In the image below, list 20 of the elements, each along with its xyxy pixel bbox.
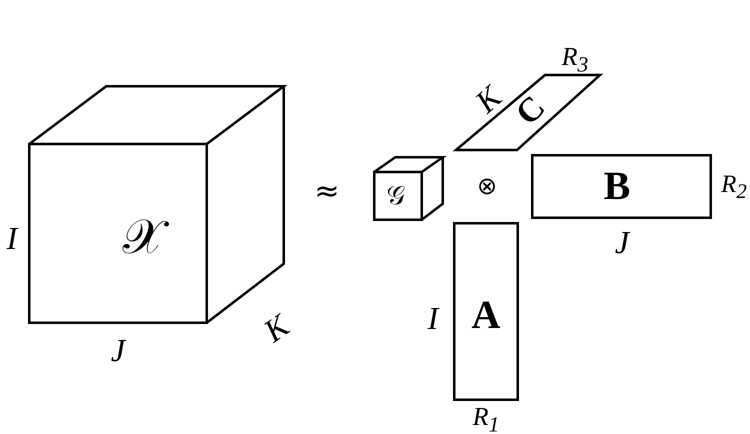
matrix-symbol: B xyxy=(604,166,630,206)
factor-matrix xyxy=(531,154,712,219)
core-tensor-cube xyxy=(373,156,444,221)
dimension-label: J xyxy=(110,334,126,366)
dimension-label: R$_{3}$ xyxy=(562,44,588,76)
tensor-symbol: 𝒳 xyxy=(118,206,172,268)
approximately-equal-sign: ≈ xyxy=(314,177,340,207)
tensor-product-sign: ⊗ xyxy=(476,174,498,198)
core-tensor-symbol: 𝒢 xyxy=(385,180,406,214)
matrix-symbol: C xyxy=(510,90,552,132)
matrix-symbol: A xyxy=(472,295,500,335)
dimension-label: R$_{1}$ xyxy=(472,404,500,434)
dimension-label: K xyxy=(258,308,294,348)
factor-matrix xyxy=(453,222,519,401)
dimension-label: J xyxy=(614,226,630,258)
dimension-label: I xyxy=(428,302,438,334)
factor-matrix-parallelogram xyxy=(455,74,601,151)
dimension-label: I xyxy=(6,222,18,254)
dimension-label: R$_{2}$ xyxy=(721,172,747,202)
dimension-label: K xyxy=(469,80,507,118)
